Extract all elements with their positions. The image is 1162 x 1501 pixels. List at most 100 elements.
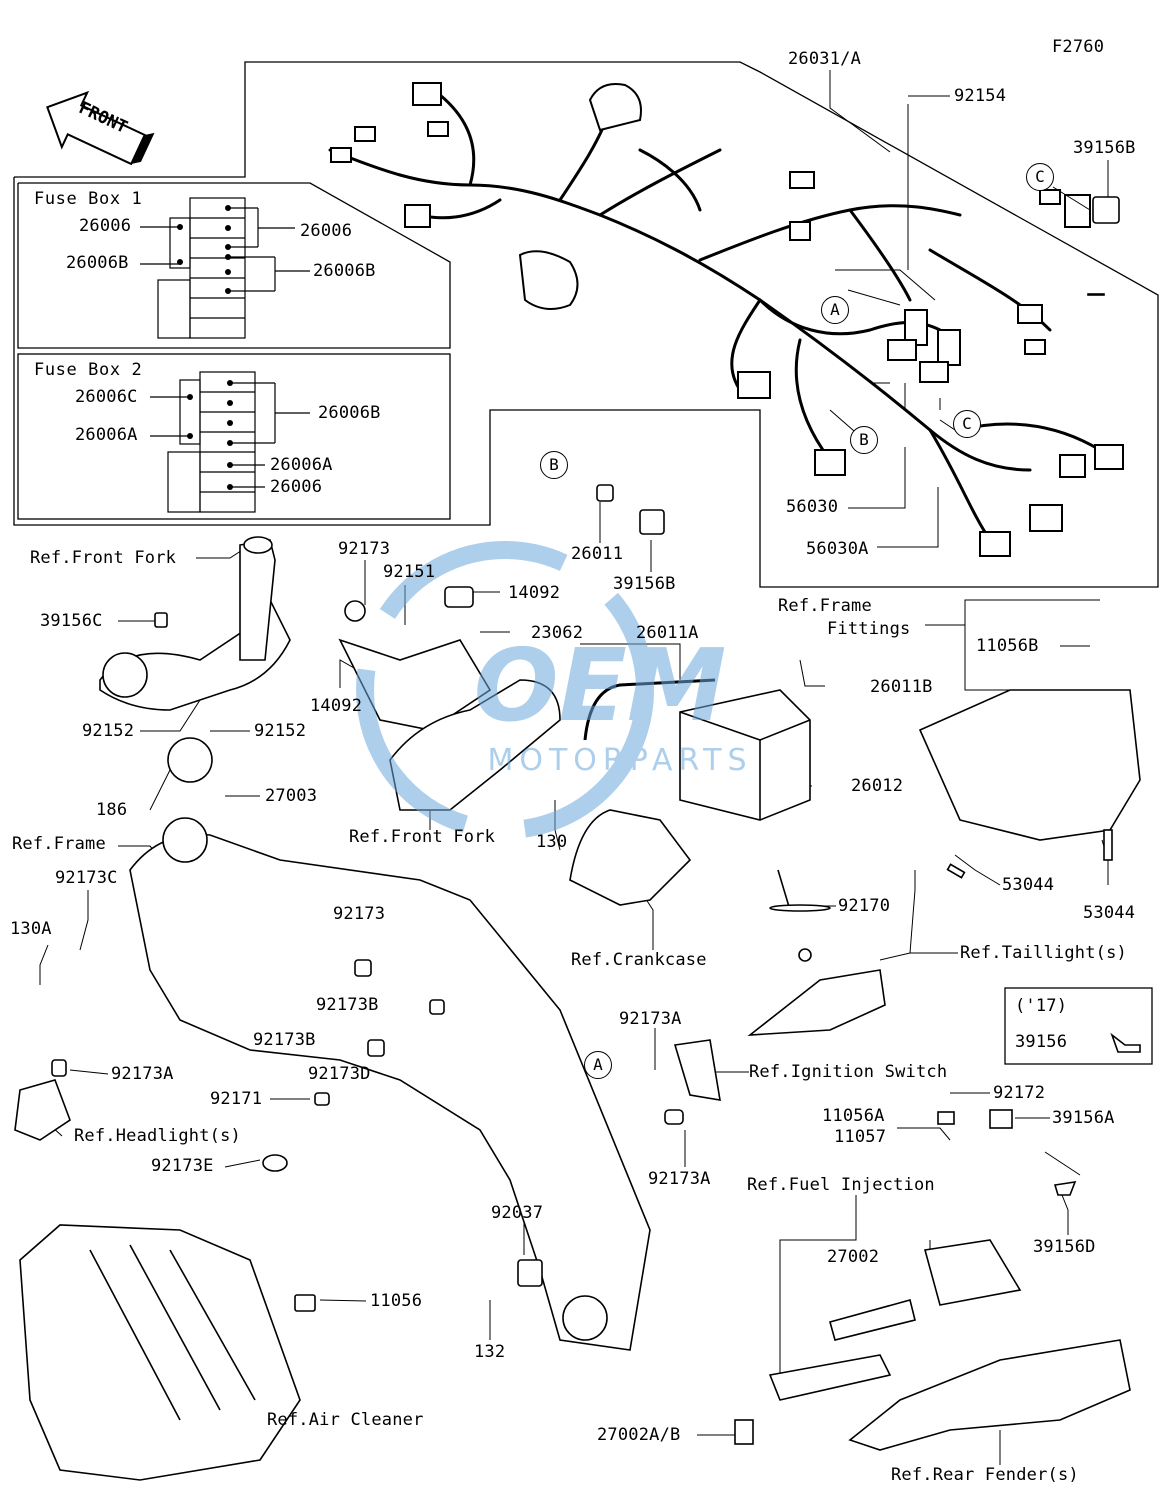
part-label: 14092 <box>508 583 561 603</box>
fuse-label: 26006B <box>66 253 129 273</box>
watermark-logo: OEM MOTORPARTS <box>356 541 752 839</box>
part-label: Ref.Front Fork <box>349 827 496 847</box>
part-label: 39156D <box>1033 1237 1096 1257</box>
leader-lines <box>39 70 1109 1465</box>
fuse-label: 26006B <box>318 403 381 423</box>
part-label: 26011B <box>870 677 933 697</box>
ignition-bracket <box>338 638 492 731</box>
part-label: Fittings <box>827 619 911 639</box>
fuse-box-1-drawing <box>140 197 310 339</box>
part-label: 27002 <box>827 1247 880 1267</box>
ignition-switch-bracket <box>673 1039 721 1101</box>
part-label: 26011A <box>636 623 699 643</box>
circle-marker-c: C <box>953 410 981 438</box>
part-label: 92037 <box>491 1203 544 1223</box>
part-label: 92173A <box>648 1169 711 1189</box>
rear-fender <box>848 1339 1131 1451</box>
ecu-bracket <box>923 1239 1022 1306</box>
part-label: ('17) <box>1015 996 1068 1016</box>
watermark-sub-text: MOTORPARTS <box>487 743 752 778</box>
part-label: 14092 <box>310 696 363 716</box>
part-label: 92172 <box>993 1083 1046 1103</box>
harness-connectors <box>330 82 1124 557</box>
part-label: 39156C <box>40 611 103 631</box>
part-label: Ref.Air Cleaner <box>267 1410 424 1430</box>
part-label: 186 <box>96 800 128 820</box>
part-label: Ref.Ignition Switch <box>749 1062 948 1082</box>
headlight-bracket <box>14 1079 71 1141</box>
circle-marker-b: B <box>540 451 568 479</box>
fuse-label: 26006A <box>270 455 333 475</box>
part-label: 92173 <box>333 904 386 924</box>
circle-marker-a: A <box>584 1051 612 1079</box>
part-label: Ref.Frame <box>778 596 872 616</box>
fuse-box-2-title: Fuse Box 2 <box>34 360 143 380</box>
part-label: 92152 <box>82 721 135 741</box>
part-label: 26012 <box>851 776 904 796</box>
part-label: 92170 <box>838 896 891 916</box>
part-label: 26031/A <box>788 49 862 69</box>
part-label: Ref.Fuel Injection <box>747 1175 935 1195</box>
part-label: 39156B <box>613 574 676 594</box>
part-label: 39156 <box>1015 1032 1068 1052</box>
fuse-label: 26006A <box>75 425 138 445</box>
wiring-harness-drawing <box>328 93 1102 542</box>
part-label: 92173C <box>55 868 118 888</box>
part-label: 53044 <box>1002 875 1055 895</box>
part-label: Ref.Rear Fender(s) <box>891 1465 1079 1485</box>
ecu-module <box>829 1299 916 1341</box>
fuse-label: 26006 <box>300 221 353 241</box>
part-label: 92171 <box>210 1089 263 1109</box>
front-arrow-icon <box>46 90 155 166</box>
part-label: 27002A/B <box>597 1425 681 1445</box>
part-label: 26011 <box>571 544 624 564</box>
lower-clamp <box>389 679 561 811</box>
part-label: Ref.Taillight(s) <box>960 943 1127 963</box>
fuse-box-1-title: Fuse Box 1 <box>34 189 143 209</box>
year-box-frame <box>1004 987 1153 1065</box>
part-label: 92152 <box>254 721 307 741</box>
part-label: 56030 <box>786 497 839 517</box>
part-label: 92173 <box>338 539 391 559</box>
part-label: 92173B <box>253 1030 316 1050</box>
part-label: 92154 <box>954 86 1007 106</box>
frame-shape <box>129 833 651 1351</box>
part-label: Ref.Front Fork <box>30 548 177 568</box>
fuse-label: 26006 <box>79 216 132 236</box>
part-label: 92173A <box>619 1009 682 1029</box>
battery-tray <box>918 689 1141 841</box>
part-label: 11056 <box>370 1291 423 1311</box>
fuse-box-1-frame <box>17 182 451 349</box>
part-label: 92173B <box>316 995 379 1015</box>
watermark-logo-text: OEM <box>474 627 727 744</box>
part-label: 39156A <box>1052 1108 1115 1128</box>
circle-marker-c: C <box>1026 163 1054 191</box>
part-label: 92173A <box>111 1064 174 1084</box>
battery-shape <box>679 689 811 821</box>
part-label: 130A <box>10 919 52 939</box>
part-label: 92173D <box>308 1064 371 1084</box>
fuse-label: 26006C <box>75 387 138 407</box>
part-label: 11056A <box>822 1106 885 1126</box>
circle-marker-b: B <box>850 426 878 454</box>
part-label: 11056B <box>976 636 1039 656</box>
part-label: 130 <box>536 832 568 852</box>
part-shapes <box>14 196 1141 1481</box>
part-label: 27003 <box>265 786 318 806</box>
part-label: Ref.Crankcase <box>571 950 707 970</box>
part-label: 92151 <box>383 562 436 582</box>
fuse-box-2-drawing <box>150 371 310 513</box>
air-cleaner <box>19 1224 301 1481</box>
fuse-box-2-frame <box>17 353 451 520</box>
part-label: 39156B <box>1073 138 1136 158</box>
part-label: 53044 <box>1083 903 1136 923</box>
circle-marker-a: A <box>821 296 849 324</box>
crankcase-shape <box>569 809 692 906</box>
diagram-code: F2760 <box>1052 37 1105 57</box>
part-label: 23062 <box>531 623 584 643</box>
ecu-box <box>768 1354 892 1401</box>
part-label: Ref.Headlight(s) <box>74 1126 241 1146</box>
part-label: 132 <box>474 1342 506 1362</box>
taillight-cover <box>747 969 886 1036</box>
